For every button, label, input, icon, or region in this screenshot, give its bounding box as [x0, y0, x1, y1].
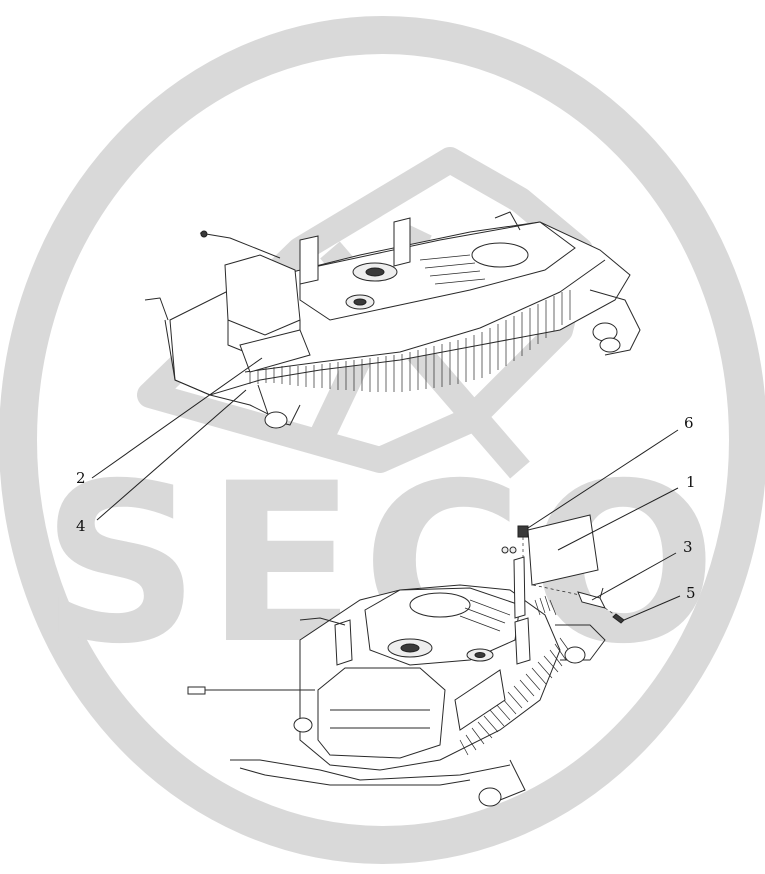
callout-1: 1: [686, 473, 696, 491]
leader-4: [96, 389, 247, 521]
callout-5: 5: [686, 584, 696, 602]
callout-3: 3: [683, 538, 693, 556]
brush-fringe-bottom: [459, 595, 571, 756]
leader-2: [91, 357, 263, 479]
leader-6: [527, 429, 679, 529]
leader-5: [623, 595, 681, 621]
callout-4: 4: [76, 517, 86, 535]
callout-6: 6: [684, 414, 694, 432]
part-5-bolt: [612, 613, 625, 624]
callout-labels: 2 4 6 1 3 5: [76, 414, 696, 602]
callout-leaders: [91, 357, 681, 621]
leader-3: [591, 552, 677, 601]
part-6-nut: [517, 525, 529, 538]
part-mount-bar: [513, 556, 526, 619]
leader-1: [557, 487, 679, 551]
part-1-deflector: [527, 514, 599, 586]
brush-fringe-top: [249, 290, 571, 392]
callout-2: 2: [76, 469, 86, 487]
mower-deck-exploded: [187, 514, 625, 807]
mower-deck-assembled: [144, 211, 641, 429]
